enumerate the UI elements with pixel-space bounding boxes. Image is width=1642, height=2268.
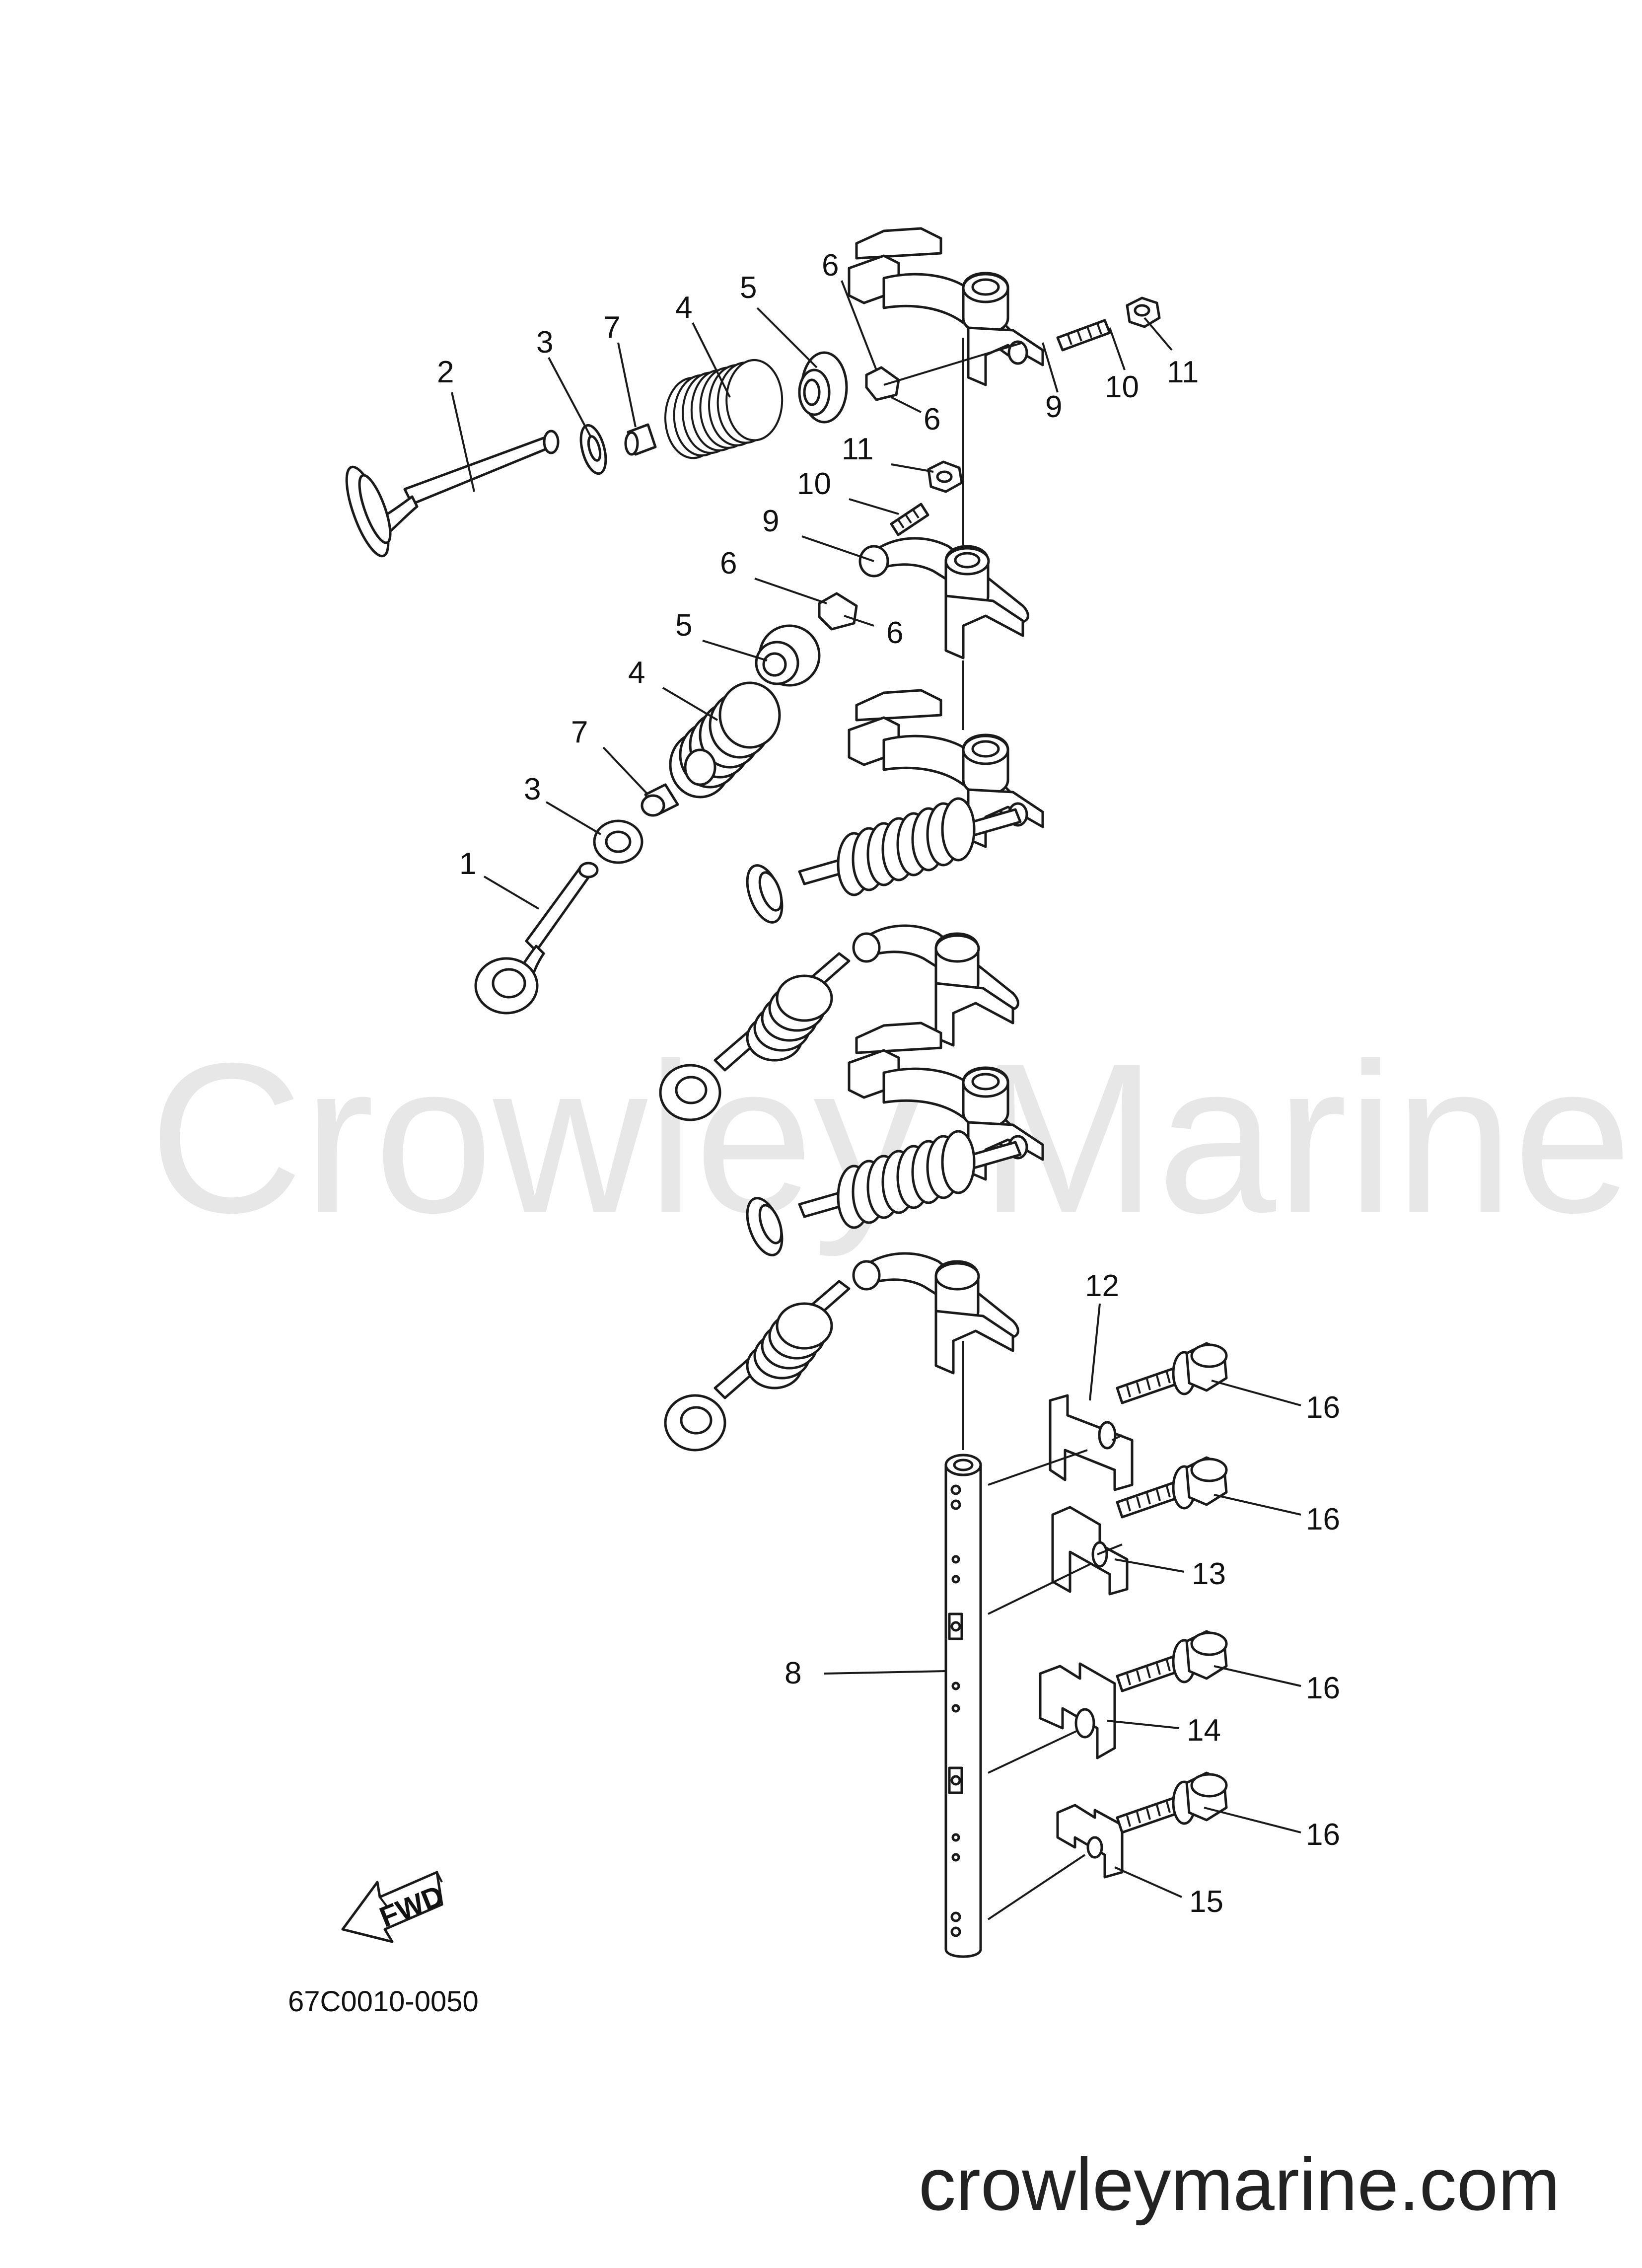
- callout-5-middle: 5: [675, 608, 692, 643]
- callout-9-upper: 9: [1045, 390, 1062, 424]
- washer-3-middle: [593, 819, 643, 864]
- bracket-15: [1056, 1804, 1124, 1879]
- callout-6-middle-b: 6: [886, 616, 903, 650]
- bolt-16-c: [1117, 1631, 1226, 1691]
- callout-4-upper: 4: [675, 291, 692, 325]
- spring-4-upper: [665, 360, 782, 458]
- callout-12: 12: [1085, 1269, 1119, 1303]
- fwd-arrow-icon: FWD: [341, 1871, 448, 1943]
- nut-11-middle: [927, 460, 963, 493]
- callout-6-upper-b: 6: [924, 402, 940, 437]
- callout-2: 2: [437, 355, 454, 389]
- callout-1: 1: [459, 847, 476, 881]
- assembly-row-4: [664, 1252, 1019, 1452]
- bracket-14: [1039, 1662, 1116, 1759]
- callout-6-middle-a: 6: [720, 546, 737, 581]
- callout-16-c: 16: [1306, 1671, 1340, 1705]
- seal-7-upper: [624, 423, 657, 456]
- assembly-row-3: [746, 1023, 1043, 1256]
- callout-7-middle: 7: [571, 715, 588, 749]
- callout-15: 15: [1189, 1885, 1223, 1919]
- bolt-16-a: [1117, 1343, 1226, 1403]
- assembly-row-2: [659, 924, 1019, 1121]
- callout-16-b: 16: [1306, 1502, 1340, 1536]
- callout-8: 8: [785, 1656, 801, 1690]
- cotter-6-upper: [865, 366, 900, 401]
- callout-3-upper: 3: [536, 325, 553, 360]
- callout-14: 14: [1187, 1713, 1221, 1748]
- callout-5-upper: 5: [740, 271, 757, 305]
- retainer-5-upper: [798, 351, 848, 424]
- diagram-code: 67C0010-0050: [288, 1985, 479, 2018]
- bolt-16-b: [1117, 1458, 1226, 1517]
- rocker-shaft: [944, 1454, 982, 1958]
- bolt-16-d: [1117, 1773, 1226, 1832]
- rocker-arm-middle: [858, 537, 1029, 659]
- callout-16-d: 16: [1306, 1818, 1340, 1852]
- rocker-arm-top: [849, 228, 1043, 385]
- site-url: crowleymarine.com: [919, 2142, 1560, 2226]
- callout-11-upper: 11: [1167, 355, 1199, 389]
- callout-9-middle: 9: [762, 504, 779, 538]
- valve-intake-exploded: [474, 862, 599, 1015]
- callout-4-middle: 4: [628, 656, 645, 690]
- callout-3-middle: 3: [524, 772, 541, 806]
- callout-10-middle: 10: [797, 467, 831, 501]
- callout-13: 13: [1192, 1557, 1226, 1591]
- washer-3-upper: [579, 424, 607, 475]
- callout-10-upper: 10: [1105, 370, 1139, 404]
- bracket-13: [1051, 1506, 1129, 1596]
- valve-exhaust-exploded: [345, 430, 560, 558]
- callout-16-a: 16: [1306, 1390, 1340, 1425]
- seal-7-middle: [641, 783, 679, 817]
- cotter-6-middle: [818, 592, 858, 631]
- callouts: 2 3 7 4 5 6 6 9 10 11 11 10 9 6 6 5 4 7 …: [437, 248, 1340, 1919]
- bracket-12: [1049, 1394, 1134, 1491]
- nut-11-upper: [1126, 296, 1161, 328]
- retainer-5-middle: [755, 624, 821, 687]
- assembly-row-1: [746, 690, 1043, 924]
- callout-11-middle: 11: [842, 432, 873, 466]
- callout-7-upper: 7: [603, 310, 620, 345]
- callout-6-upper-a: 6: [822, 248, 839, 283]
- adjust-screw-10-upper: [1056, 319, 1111, 352]
- spring-4-middle: [669, 681, 781, 799]
- adjust-screw-10-middle: [890, 503, 929, 536]
